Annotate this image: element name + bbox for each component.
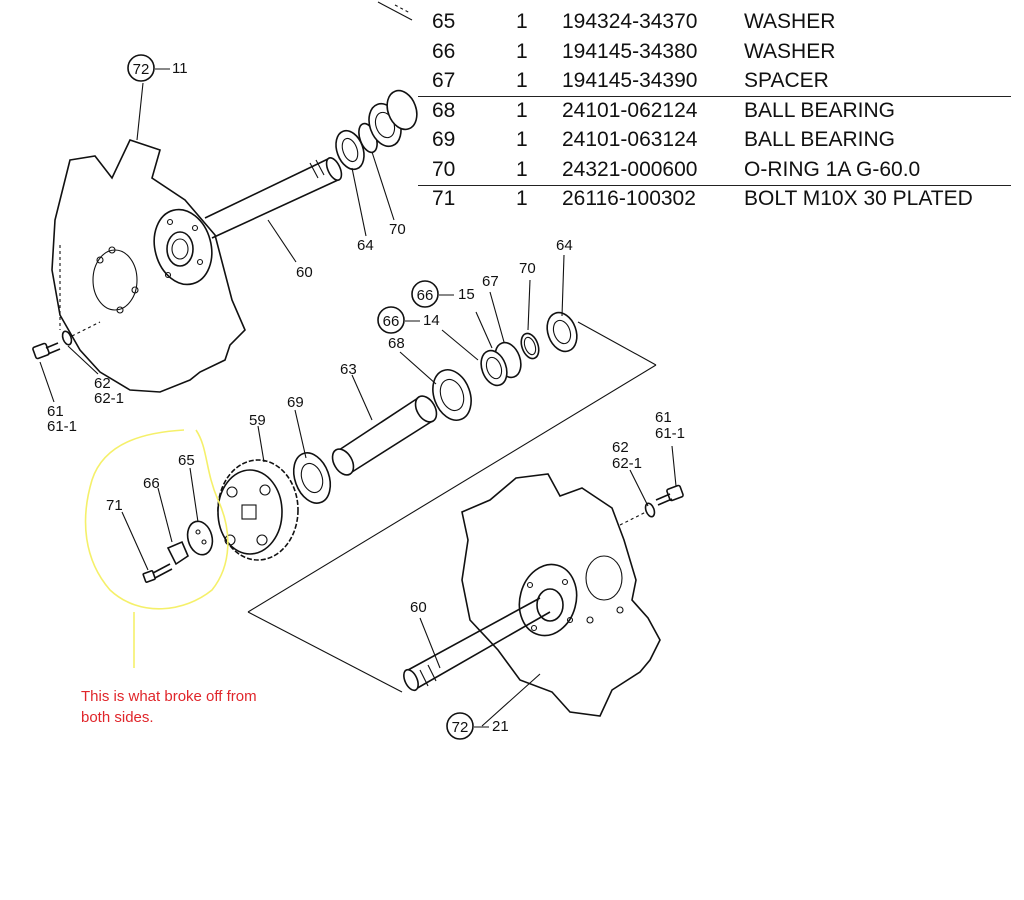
table-row: 68 1 24101-062124 BALL BEARING <box>432 98 895 122</box>
label-70-top: 70 <box>389 221 406 238</box>
middle-bearing-68 <box>432 369 472 421</box>
svg-text:—: — <box>474 718 489 735</box>
gear-59 <box>217 459 299 561</box>
label-60-bottom: 60 <box>410 599 427 616</box>
lower-bolt-61 <box>619 484 684 526</box>
middle-tube-63 <box>331 395 438 476</box>
label-62-1-right: 62-1 <box>612 455 642 472</box>
lower-sprocket-wheel <box>461 473 661 717</box>
label-65: 65 <box>178 452 195 469</box>
label-61-1-left: 61-1 <box>47 418 77 435</box>
upper-sprocket-wheel <box>51 139 246 393</box>
svg-text:15: 15 <box>458 286 475 303</box>
svg-text:72: 72 <box>452 719 469 736</box>
callout-66-14: 66 — 14 <box>377 306 440 334</box>
highlight-outline <box>84 429 229 610</box>
table-row: 71 1 26116-100302 BOLT M10X 30 PLATED <box>432 187 973 210</box>
middle-bearing-64 <box>546 311 578 353</box>
broken-part-note: This is what broke off from both sides. <box>81 688 257 726</box>
callout-72-21: 72 — 21 <box>446 712 509 740</box>
label-68: 68 <box>388 335 405 352</box>
label-69: 69 <box>287 394 304 411</box>
label-63: 63 <box>340 361 357 378</box>
washer-65 <box>186 520 214 556</box>
parts-table: 65 1 194324-34370 WASHER 66 1 194145-343… <box>418 8 1018 215</box>
upper-hub-flange <box>153 208 213 286</box>
svg-text:—: — <box>439 286 454 303</box>
table-row: 66 1 194145-34380 WASHER <box>432 39 836 63</box>
label-62-right: 62 <box>612 439 629 456</box>
middle-oring-70 <box>520 332 540 360</box>
svg-text:21: 21 <box>492 718 509 735</box>
label-66: 66 <box>143 475 160 492</box>
table-row: 69 1 24101-063124 BALL BEARING <box>432 128 895 151</box>
middle-bearing-69 <box>292 452 332 504</box>
label-62-left: 62 <box>94 375 111 392</box>
svg-text:72: 72 <box>133 61 150 78</box>
label-60-top: 60 <box>296 264 313 281</box>
table-row: 67 1 194145-34390 SPACER <box>432 69 829 92</box>
table-divider <box>418 185 1011 186</box>
lower-shaft-60 <box>403 597 551 692</box>
label-59: 59 <box>249 412 266 429</box>
label-62-1-left: 62-1 <box>94 390 124 407</box>
svg-text:66: 66 <box>417 287 434 304</box>
upper-shaft-60 <box>204 157 343 239</box>
svg-text:66: 66 <box>383 313 400 330</box>
svg-text:—: — <box>155 60 170 77</box>
label-67: 67 <box>482 273 499 290</box>
label-70-mid: 70 <box>519 260 536 277</box>
label-64-top: 64 <box>357 237 374 254</box>
table-row: 70 1 24321-000600 O-RING 1A G-60.0 <box>432 157 921 181</box>
callout-66-15: 66 — 15 <box>411 280 475 308</box>
callout-72-11: 72 — 11 <box>127 54 188 82</box>
label-61-1-right: 61-1 <box>655 425 685 442</box>
washer-66 <box>166 540 189 566</box>
label-64-mid: 64 <box>556 237 573 254</box>
svg-text:—: — <box>405 312 420 329</box>
upper-bolt-61 <box>32 321 101 360</box>
bolt-71 <box>142 563 173 583</box>
upper-bearing-stack <box>335 89 418 171</box>
table-divider <box>418 96 1011 97</box>
svg-text:14: 14 <box>423 312 440 329</box>
lower-hub-flange <box>518 563 578 637</box>
label-61-right: 61 <box>655 409 672 426</box>
table-row: 65 1 194324-34370 WASHER <box>432 10 836 33</box>
svg-text:11: 11 <box>172 60 188 77</box>
middle-spacer-67 <box>480 341 522 387</box>
label-71: 71 <box>106 497 123 514</box>
label-61-left: 61 <box>47 403 64 420</box>
